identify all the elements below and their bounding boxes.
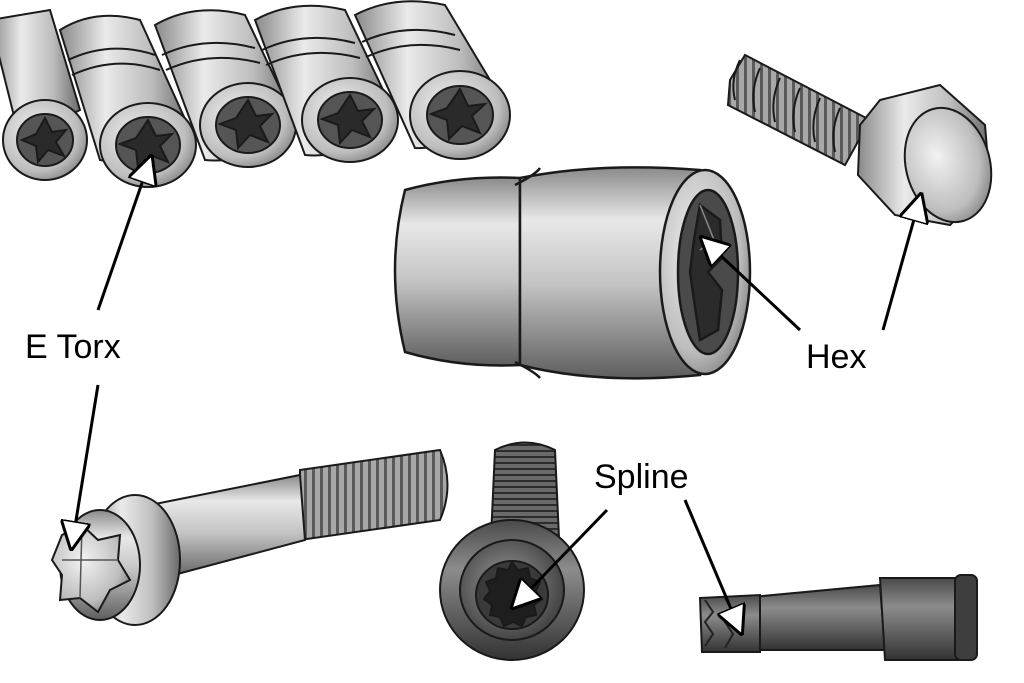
spline-bit xyxy=(698,574,978,661)
arrow-hex-socket xyxy=(704,240,802,332)
arrow-e-torx-top xyxy=(96,160,150,311)
e-torx-socket-1 xyxy=(0,8,88,181)
arrow-spline-bolt xyxy=(515,508,609,605)
arrow-hex-bolt xyxy=(881,198,920,331)
label-e-torx: E Torx xyxy=(25,328,121,366)
label-spline: Spline xyxy=(594,458,689,496)
callout-arrows xyxy=(72,160,920,630)
spline-bolt xyxy=(439,441,585,661)
hex-bolt xyxy=(726,53,993,227)
e-torx-bolt xyxy=(50,448,449,626)
hex-bolt-threads xyxy=(732,59,841,153)
e-torx-socket-4 xyxy=(253,4,399,163)
e-torx-socket-5 xyxy=(353,0,511,160)
hex-socket xyxy=(393,166,752,380)
e-torx-socket-row xyxy=(0,0,511,188)
arrow-e-torx-bottom xyxy=(72,384,100,545)
arrow-spline-bit xyxy=(683,499,740,630)
label-hex: Hex xyxy=(806,338,867,376)
e-torx-socket-3 xyxy=(153,9,297,168)
e-torx-socket-2 xyxy=(58,14,197,188)
